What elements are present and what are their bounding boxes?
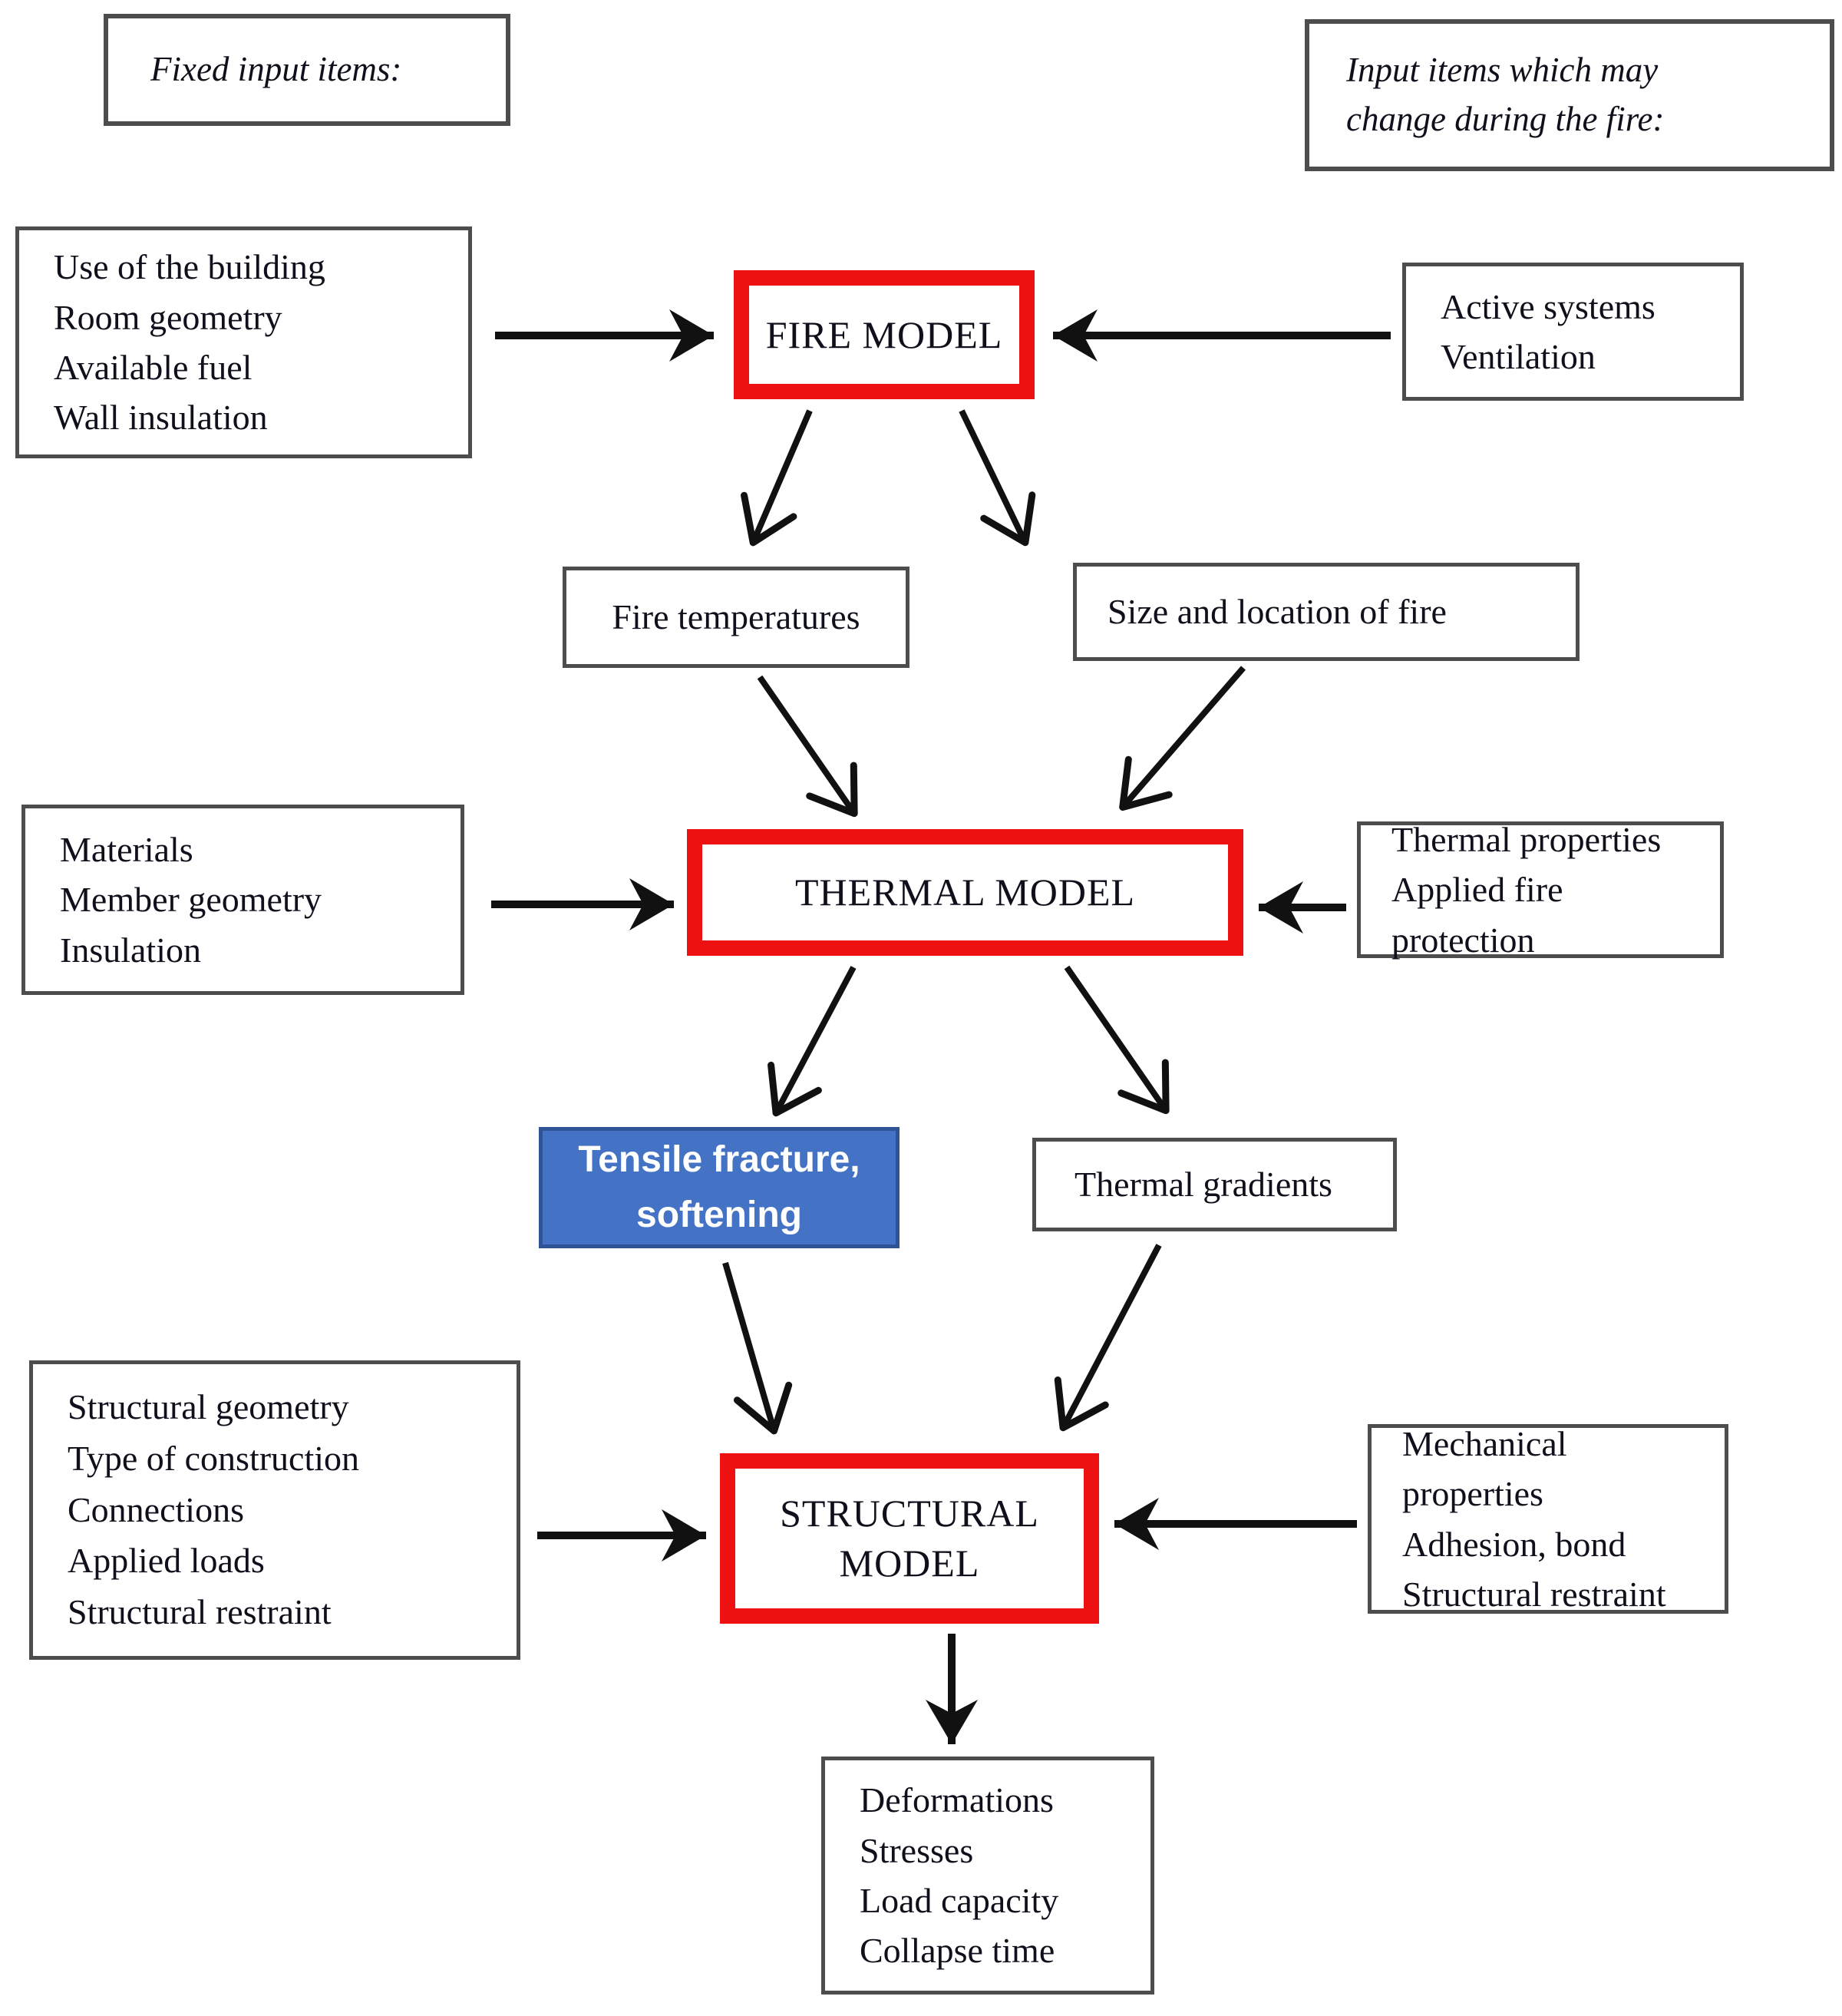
outputs-box: Deformations Stresses Load capacity Coll… [821, 1757, 1154, 1995]
structural-inputs-box: Structural geometry Type of construction… [29, 1360, 520, 1660]
building-inputs-box: Use of the building Room geometry Availa… [15, 226, 472, 458]
fire-model-box: FIRE MODEL [734, 270, 1035, 399]
thermal-gradients-box: Thermal gradients [1032, 1138, 1397, 1231]
fixed-input-items-label: Fixed input items: [104, 14, 510, 126]
thermal-properties-text: Thermal properties Applied fire protecti… [1391, 820, 1662, 960]
outputs-text: Deformations Stresses Load capacity Coll… [860, 1780, 1059, 1971]
fire-model-label: FIRE MODEL [765, 312, 1003, 356]
structural-model-box: STRUCTURAL MODEL [720, 1453, 1099, 1624]
arrow-fire-temperatures-to-thermal-model [757, 675, 858, 818]
fixed-input-items-text: Fixed input items: [150, 50, 402, 89]
arrow-fire-model-to-fire-size [959, 409, 1036, 547]
tensile-fracture-softening-box: Tensile fracture, softening [539, 1127, 900, 1248]
fire-temperatures-box: Fire temperatures [563, 567, 909, 668]
fire-size-location-box: Size and location of fire [1073, 563, 1580, 661]
structural-model-label: STRUCTURAL MODEL [780, 1492, 1039, 1585]
changing-input-items-text: Input items which may change during the … [1346, 51, 1665, 138]
tensile-fracture-softening-text: Tensile fracture, softening [578, 1139, 860, 1235]
material-inputs-box: Materials Member geometry Insulation [21, 805, 464, 995]
active-systems-text: Active systems Ventilation [1441, 286, 1655, 376]
arrow-thermal-model-to-tensile [768, 966, 857, 1117]
structural-inputs-text: Structural geometry Type of construction… [68, 1387, 360, 1632]
active-systems-box: Active systems Ventilation [1402, 263, 1744, 401]
arrow-tensile-to-structural-model [722, 1261, 793, 1435]
building-inputs-text: Use of the building Room geometry Availa… [54, 247, 325, 438]
material-inputs-text: Materials Member geometry Insulation [60, 830, 322, 970]
fire-size-location-text: Size and location of fire [1108, 592, 1447, 632]
thermal-model-box: THERMAL MODEL [687, 829, 1243, 956]
arrow-gradients-to-structural-model [1054, 1244, 1162, 1432]
thermal-gradients-text: Thermal gradients [1074, 1165, 1332, 1205]
arrow-fire-size-to-thermal-model [1119, 666, 1246, 811]
fire-temperatures-text: Fire temperatures [612, 597, 860, 637]
thermal-properties-box: Thermal properties Applied fire protecti… [1357, 820, 1724, 960]
mechanical-properties-text: Mechanical properties Adhesion, bond Str… [1402, 1423, 1666, 1614]
mechanical-properties-box: Mechanical properties Adhesion, bond Str… [1368, 1424, 1728, 1614]
arrow-thermal-model-to-gradients [1064, 965, 1170, 1115]
arrow-fire-model-to-fire-temperatures [741, 409, 813, 547]
changing-input-items-label: Input items which may change during the … [1305, 19, 1834, 171]
thermal-model-label: THERMAL MODEL [794, 871, 1136, 914]
